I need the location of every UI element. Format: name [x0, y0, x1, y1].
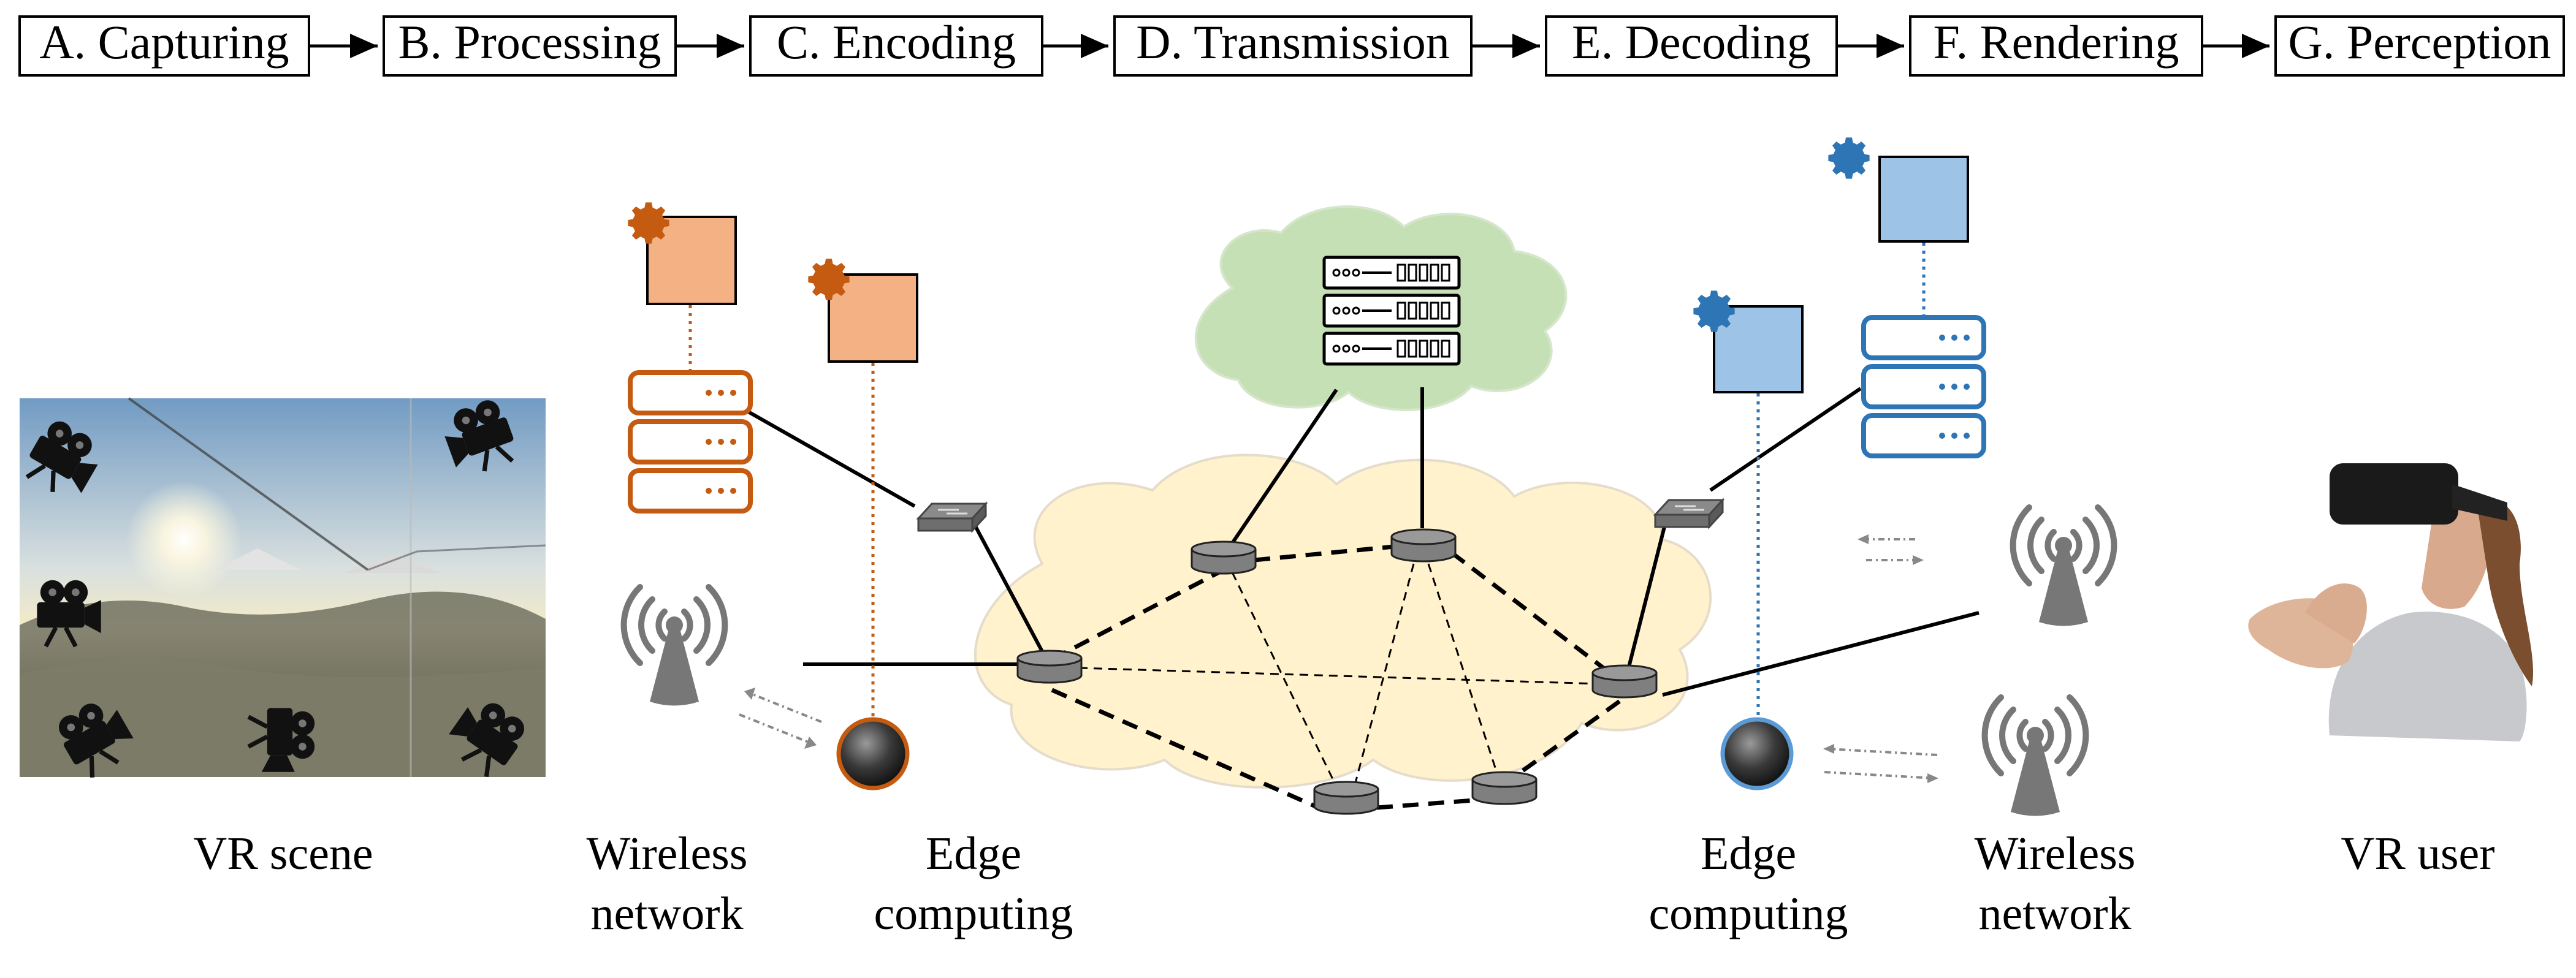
caption-wireless-right-line2: network: [1978, 888, 2131, 939]
caption-edge-left-line2: computing: [874, 888, 1073, 939]
router-icon: [1390, 528, 1457, 563]
gear-icon: [628, 202, 669, 244]
pipeline: A. Capturing B. Processing C. Encoding D…: [18, 15, 2565, 77]
caption-edge-right-line2: computing: [1648, 888, 1848, 939]
hair: [2477, 499, 2534, 686]
wireless-antenna-icon: [624, 587, 725, 706]
gear-icon: [1693, 290, 1735, 332]
stage-transmission: D. Transmission: [1113, 15, 1473, 77]
caption-wireless-left-line1: Wireless: [587, 828, 748, 879]
face: [2422, 502, 2491, 609]
caption-edge-right-line1: Edge: [1701, 828, 1796, 879]
vr-scene: [19, 396, 546, 782]
caption-wireless-right-line1: Wireless: [1975, 828, 2136, 879]
stage-label: F. Rendering: [1933, 15, 2179, 69]
sun: [126, 481, 242, 597]
stage-processing: B. Processing: [383, 15, 677, 77]
router-icon: [1313, 781, 1379, 815]
right-edge-cluster: [1693, 137, 2114, 816]
left-edge-cluster: [624, 202, 918, 790]
tent: [215, 548, 300, 570]
gear-icon: [808, 259, 850, 300]
network-links: [732, 387, 1980, 810]
network-switch-icon: [1654, 499, 1724, 528]
right-signal-arrows-upper: [1858, 534, 1924, 565]
server-rack-icon: [1861, 315, 1986, 458]
edge-node-sphere-icon: [1720, 717, 1794, 790]
router-icon: [1591, 664, 1658, 699]
caption-edge-left-line1: Edge: [926, 828, 1021, 879]
vr-user: [2248, 463, 2534, 741]
orange-task-block: [828, 273, 918, 363]
stage-label: G. Perception: [2288, 15, 2551, 69]
gear-icon: [1828, 137, 1870, 179]
stage-encoding: C. Encoding: [749, 15, 1043, 77]
core-cloud-shape: [974, 453, 1712, 789]
data-center-server: [1322, 256, 1461, 366]
left-signal-arrows: [739, 688, 822, 749]
stage-label: E. Decoding: [1572, 15, 1811, 69]
stage-perception: G. Perception: [2274, 15, 2565, 77]
core-network-cloud: [974, 453, 1712, 789]
router-icon: [1191, 540, 1257, 575]
stage-capturing: A. Capturing: [18, 15, 310, 77]
server-rack-icon: [628, 370, 753, 514]
stage-label: C. Encoding: [777, 15, 1016, 69]
network-switch-icon: [917, 502, 987, 532]
right-signal-arrows-lower: [1823, 744, 1938, 783]
router-icon: [1471, 771, 1538, 805]
blue-task-block: [1713, 305, 1804, 393]
tent: [343, 555, 441, 573]
stage-label: D. Transmission: [1136, 15, 1450, 69]
stage-rendering: F. Rendering: [1909, 15, 2203, 77]
wireless-antenna-icon: [2013, 507, 2114, 626]
server-rack-icon: [1322, 256, 1461, 366]
wireless-antenna-icon: [1985, 697, 2086, 816]
caption-wireless-left-line2: network: [590, 888, 743, 939]
stage-label: B. Processing: [398, 15, 661, 69]
router-icon: [1016, 650, 1083, 684]
captions: VR scene Wireless network Edge computing…: [193, 828, 2494, 939]
edge-node-sphere-icon: [836, 717, 910, 790]
caption-vr-scene: VR scene: [193, 828, 373, 879]
vr-headset-icon: [2330, 463, 2458, 525]
caption-vr-user: VR user: [2341, 828, 2494, 879]
hoodie: [2328, 612, 2527, 741]
blue-task-block: [1878, 156, 1969, 243]
stage-label: A. Capturing: [39, 15, 289, 69]
stage-decoding: E. Decoding: [1545, 15, 1838, 77]
